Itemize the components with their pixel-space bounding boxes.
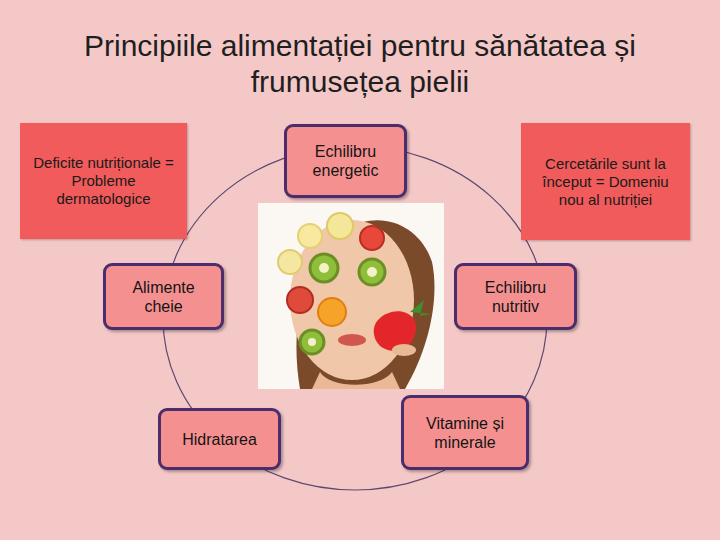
node-text: Hidratarea <box>182 430 257 449</box>
node-text: Echilibru energetic <box>295 142 396 180</box>
node-text: Vitamine și minerale <box>412 414 518 452</box>
face-photo <box>258 203 444 389</box>
text-stack: Echilibru nutritiv <box>465 278 566 316</box>
node-text: Deficite nutriționale = Probleme dermato… <box>28 154 179 208</box>
strawberry-leaf <box>410 300 432 316</box>
node-text: Alimente cheie <box>114 278 213 316</box>
topic-box: Vitamine și minerale <box>401 395 529 470</box>
orange-slice <box>318 298 346 326</box>
note-box: Deficite nutriționale = Probleme dermato… <box>20 123 187 239</box>
text-stack: Hidratarea <box>182 430 257 449</box>
kiwi-core <box>319 263 329 273</box>
fingers <box>392 344 416 356</box>
strawberry-slice <box>287 287 313 313</box>
text-stack: Deficite nutriționale = Probleme dermato… <box>28 154 179 208</box>
photo-ground <box>258 203 444 389</box>
topic-box: Echilibru nutritiv <box>454 263 577 330</box>
lips <box>338 334 366 346</box>
topic-box: Hidratarea <box>158 408 281 470</box>
kiwi-core <box>367 267 377 277</box>
banana-slice <box>278 250 302 274</box>
title-text: Principiile alimentației pentru sănătate… <box>84 29 636 98</box>
kiwi-slice <box>359 259 385 285</box>
strawberry-slice <box>360 226 384 250</box>
kiwi-core <box>308 338 316 346</box>
text-stack: Echilibru energetic <box>295 142 396 180</box>
diagram-title: Principiile alimentației pentru sănătate… <box>40 28 680 100</box>
text-stack: Cercetările sunt la început = Domeniu no… <box>529 155 682 209</box>
kiwi-slice <box>310 254 338 282</box>
text-stack: Alimente cheie <box>114 278 213 316</box>
note-box: Cercetările sunt la început = Domeniu no… <box>521 123 690 240</box>
topic-box: Echilibru energetic <box>284 124 407 198</box>
topic-box: Alimente cheie <box>103 263 224 330</box>
node-text: Echilibru nutritiv <box>465 278 566 316</box>
banana-slice <box>298 224 322 248</box>
neck <box>312 372 400 389</box>
banana-slice <box>327 213 353 239</box>
text-stack: Vitamine și minerale <box>412 414 518 452</box>
kiwi-slice <box>300 330 324 354</box>
node-text: Cercetările sunt la început = Domeniu no… <box>529 155 682 209</box>
